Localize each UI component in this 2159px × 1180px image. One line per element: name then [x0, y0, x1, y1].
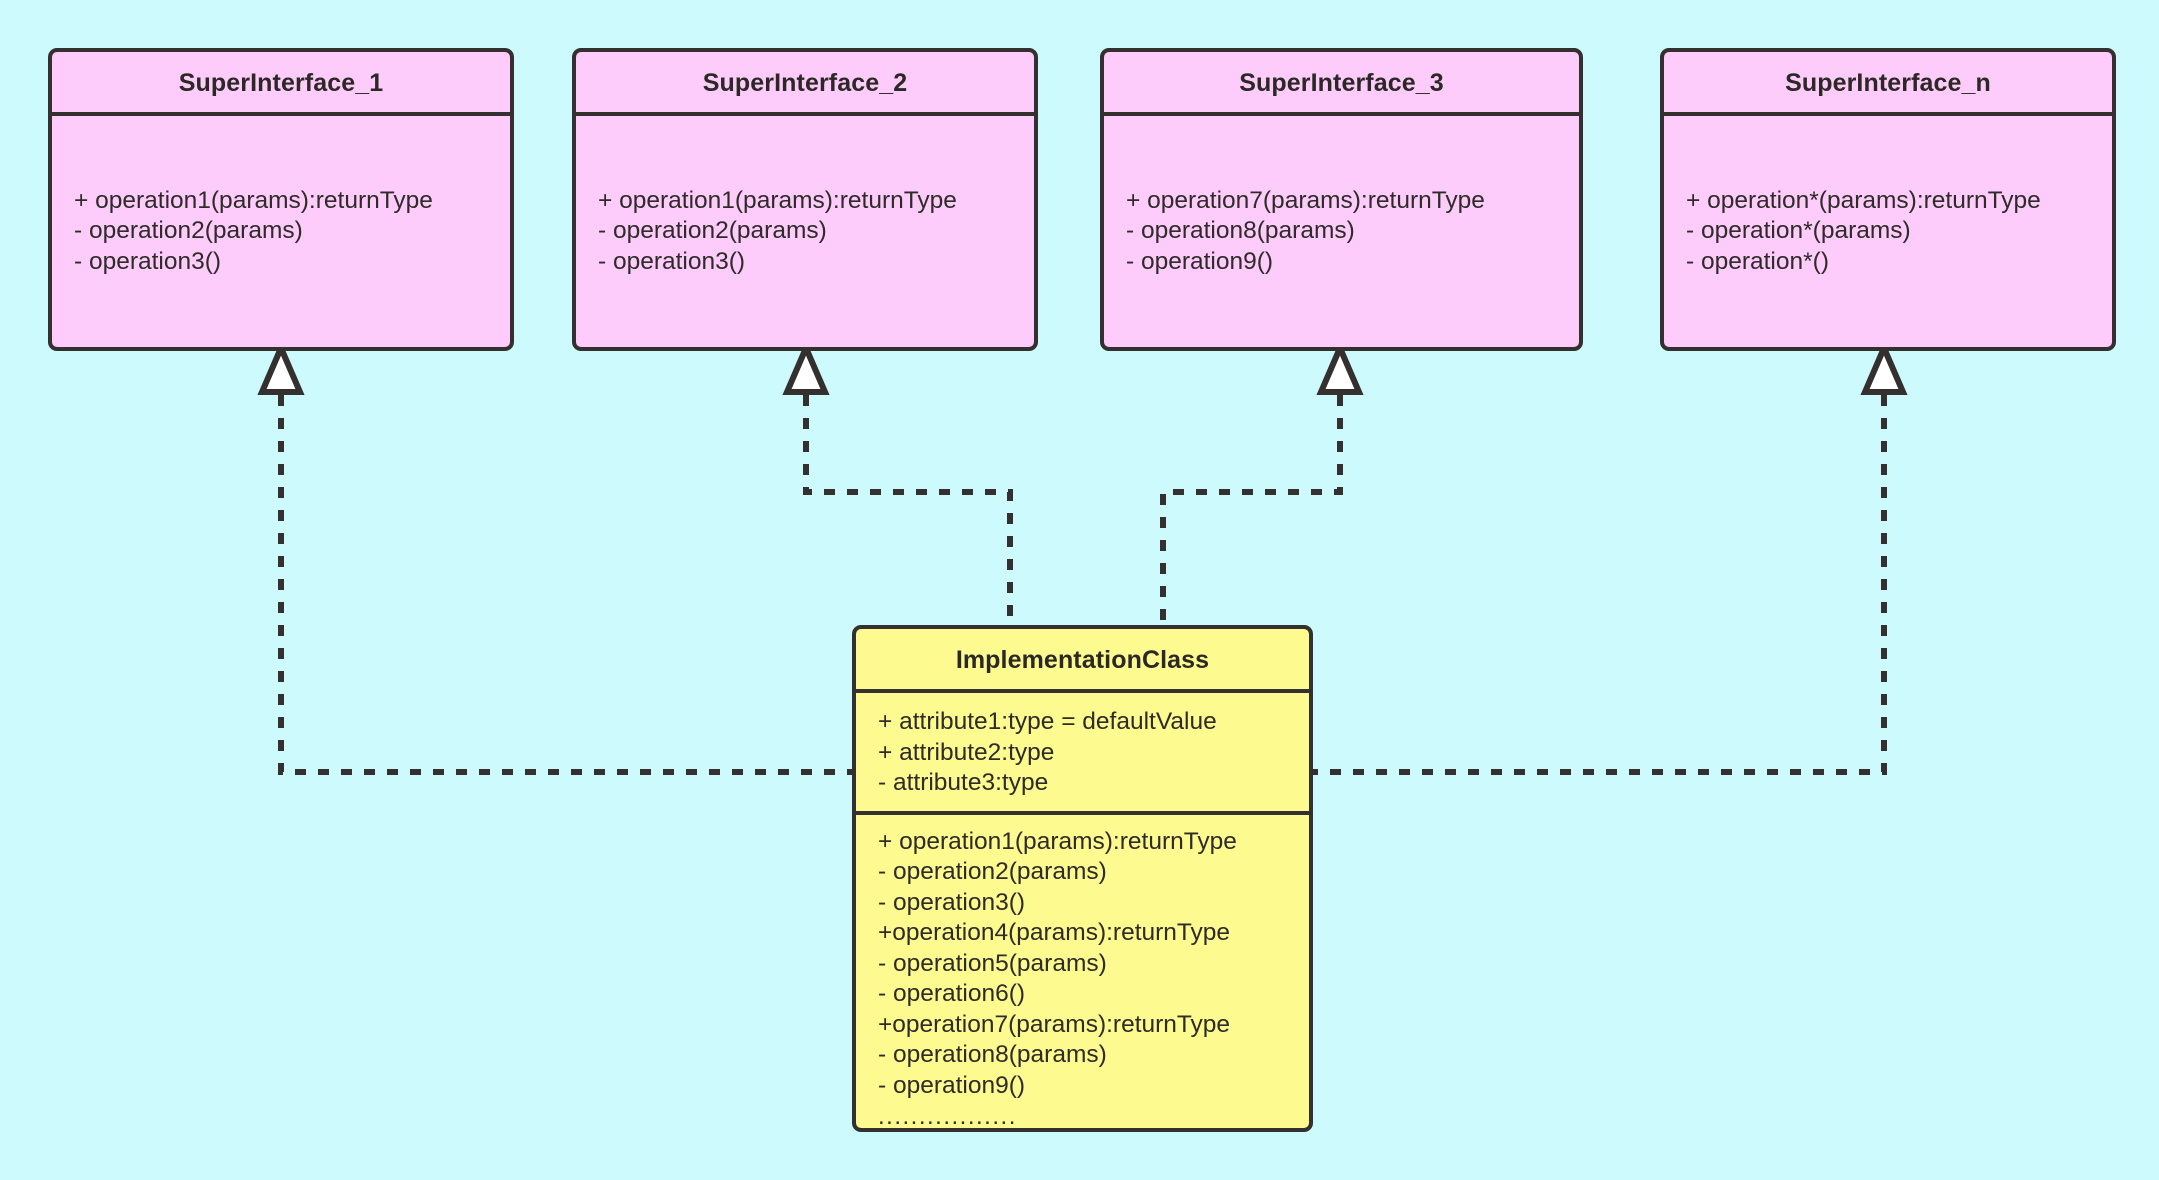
connector-superinterface-1 [278, 372, 852, 775]
operation-item-ellipsis: ................. [878, 1103, 1017, 1130]
arrowhead-superinterface-1 [257, 340, 305, 395]
attribute-item: + attribute1:type = defaultValue [878, 708, 1217, 735]
operation-item: - operation8(params) [878, 1041, 1107, 1068]
connector-superinterface-2 [803, 372, 1013, 625]
operation-item: - operation9() [878, 1071, 1026, 1099]
class-box-implementation[interactable]: ImplementationClass + attribute1:type = … [852, 625, 1313, 1132]
operation-item: + operation1(params):returnType [74, 186, 433, 214]
operation-item: - operation3() [598, 247, 746, 275]
class-name-superinterface-1: SuperInterface_1 [52, 52, 510, 116]
operations-compartment-implementation: + operation1(params):returnType - operat… [856, 815, 1309, 1130]
operation-item: - operation3() [74, 247, 222, 275]
operation-item: - operation5(params) [878, 949, 1107, 977]
operations-compartment-superinterface-n: + operation*(params):returnType - operat… [1664, 116, 2112, 347]
connector-superinterface-n [1313, 372, 1887, 775]
class-name-implementation: ImplementationClass [856, 629, 1309, 693]
operation-item: + operation1(params):returnType [598, 186, 957, 214]
class-name-superinterface-3: SuperInterface_3 [1104, 52, 1579, 116]
operation-item: +operation4(params):returnType [878, 919, 1231, 946]
arrowhead-superinterface-3 [1316, 340, 1364, 395]
operation-item: - operation8(params) [1126, 217, 1355, 245]
class-name-superinterface-n: SuperInterface_n [1664, 52, 2112, 116]
operations-compartment-superinterface-2: + operation1(params):returnType - operat… [576, 116, 1034, 347]
class-box-superinterface-1[interactable]: SuperInterface_1 + operation1(params):re… [48, 48, 514, 351]
operation-item: + operation1(params):returnType [878, 827, 1237, 855]
operation-item: + operation7(params):returnType [1126, 186, 1485, 214]
arrowhead-superinterface-n [1860, 340, 1908, 395]
class-box-superinterface-2[interactable]: SuperInterface_2 + operation1(params):re… [572, 48, 1038, 351]
operation-item: +operation7(params):returnType [878, 1010, 1231, 1038]
operation-item: + operation*(params):returnType [1686, 186, 2041, 214]
operations-compartment-superinterface-1: + operation1(params):returnType - operat… [52, 116, 510, 347]
class-name-superinterface-2: SuperInterface_2 [576, 52, 1034, 116]
attribute-item: - attribute3:type [878, 769, 1049, 796]
operation-item: - operation9() [1126, 247, 1274, 275]
operation-item: - operation*(params) [1686, 217, 1911, 245]
arrowhead-superinterface-2 [782, 340, 830, 395]
operation-item: - operation3() [878, 888, 1026, 916]
operation-item: - operation2(params) [74, 217, 303, 245]
attributes-compartment: + attribute1:type = defaultValue + attri… [856, 693, 1309, 815]
operation-item: - operation6() [878, 980, 1026, 1007]
operations-compartment-superinterface-3: + operation7(params):returnType - operat… [1104, 116, 1579, 347]
operation-item: - operation2(params) [598, 217, 827, 245]
operation-item: - operation*() [1686, 247, 1829, 275]
operation-item: - operation2(params) [878, 858, 1107, 885]
connector-superinterface-3 [1160, 372, 1343, 625]
class-box-superinterface-3[interactable]: SuperInterface_3 + operation7(params):re… [1100, 48, 1583, 351]
realization-arrowheads [257, 340, 1908, 395]
attribute-item: + attribute2:type [878, 738, 1055, 766]
class-box-superinterface-n[interactable]: SuperInterface_n + operation*(params):re… [1660, 48, 2116, 351]
